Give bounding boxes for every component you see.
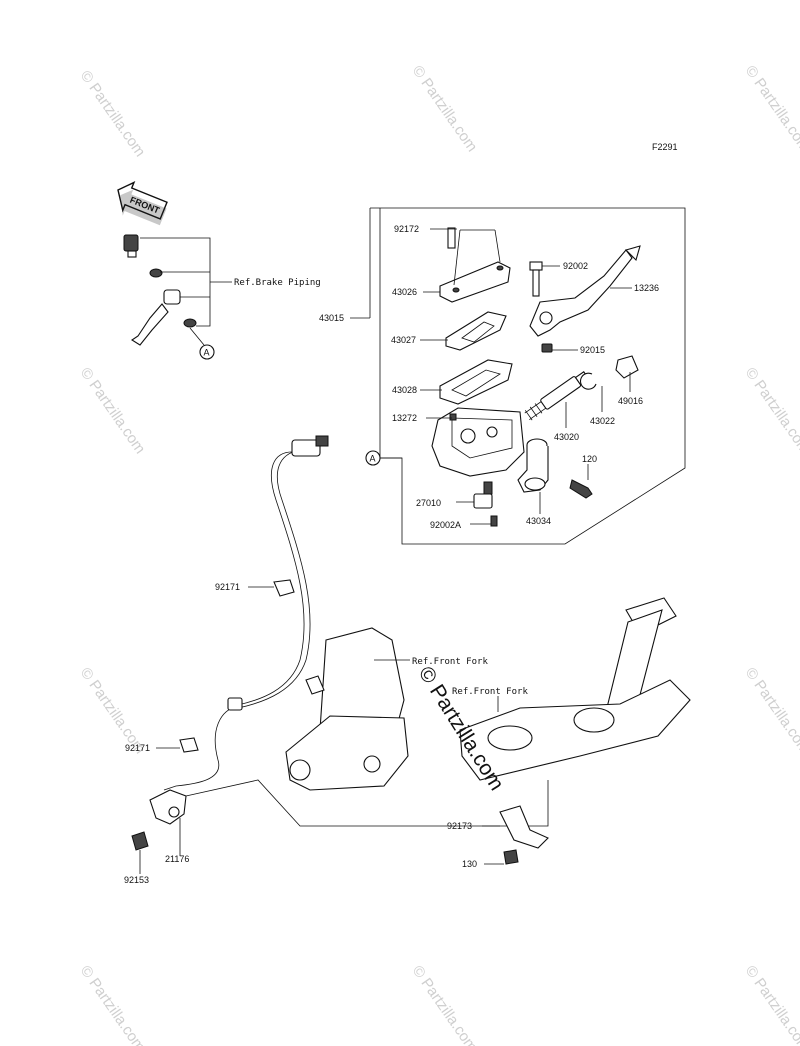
part-label-43026: 43026 <box>392 287 417 297</box>
part-labels: 92172 92002 43026 13236 43015 43027 9201… <box>124 224 659 885</box>
part-label-92153: 92153 <box>124 875 149 885</box>
watermark: © Partzilla.com <box>77 963 149 1046</box>
watermark-layer: © Partzilla.com © Partzilla.com © Partzi… <box>77 63 800 1046</box>
sensor-wiring <box>131 435 549 874</box>
part-label-43015: 43015 <box>319 313 344 323</box>
part-label-92171: 92171 <box>125 743 150 753</box>
master-cylinder-parts: A <box>365 227 641 527</box>
watermark: © Partzilla.com <box>409 63 481 156</box>
part-label-92172: 92172 <box>394 224 419 234</box>
part-label-130: 130 <box>462 859 477 869</box>
watermark: © Partzilla.com <box>742 963 800 1046</box>
ref-front-fork-right: Ref.Front Fork <box>452 687 528 697</box>
watermark: © Partzilla.com <box>742 665 800 758</box>
steering-stem: Ref.Front Fork <box>452 597 691 865</box>
ref-front-fork-left: Ref.Front Fork <box>412 657 488 667</box>
part-label-92002A: 92002A <box>430 520 461 530</box>
part-label-120: 120 <box>582 454 597 464</box>
callout-a-circle <box>199 344 215 360</box>
part-label-13272: 13272 <box>392 413 417 423</box>
part-label-43022: 43022 <box>590 416 615 426</box>
part-label-43034: 43034 <box>526 516 551 526</box>
part-label-92171: 92171 <box>215 582 240 592</box>
part-label-92002: 92002 <box>563 261 588 271</box>
watermark: © Partzilla.com <box>742 63 800 156</box>
part-label-27010: 27010 <box>416 498 441 508</box>
callout-a-letter: A <box>370 454 376 464</box>
figure-code: F2291 <box>652 142 678 152</box>
part-label-49016: 49016 <box>618 396 643 406</box>
callout-a-circle <box>365 450 381 466</box>
part-label-13236: 13236 <box>634 283 659 293</box>
watermark: © Partzilla.com <box>409 963 481 1046</box>
part-label-92015: 92015 <box>580 345 605 355</box>
front-fork: Ref.Front Fork <box>285 627 488 791</box>
watermark: © Partzilla.com <box>742 365 800 458</box>
part-label-21176: 21176 <box>165 854 189 864</box>
watermark: © Partzilla.com <box>77 68 149 161</box>
front-arrow: FRONT <box>117 181 168 226</box>
part-label-43028: 43028 <box>392 385 417 395</box>
brake-piping-group: Ref.Brake Piping A <box>123 234 321 360</box>
watermark: © Partzilla.com <box>77 365 149 458</box>
callout-a-letter: A <box>204 348 210 358</box>
part-label-43027: 43027 <box>391 335 416 345</box>
part-label-43020: 43020 <box>554 432 579 442</box>
ref-brake-piping: Ref.Brake Piping <box>234 278 321 288</box>
